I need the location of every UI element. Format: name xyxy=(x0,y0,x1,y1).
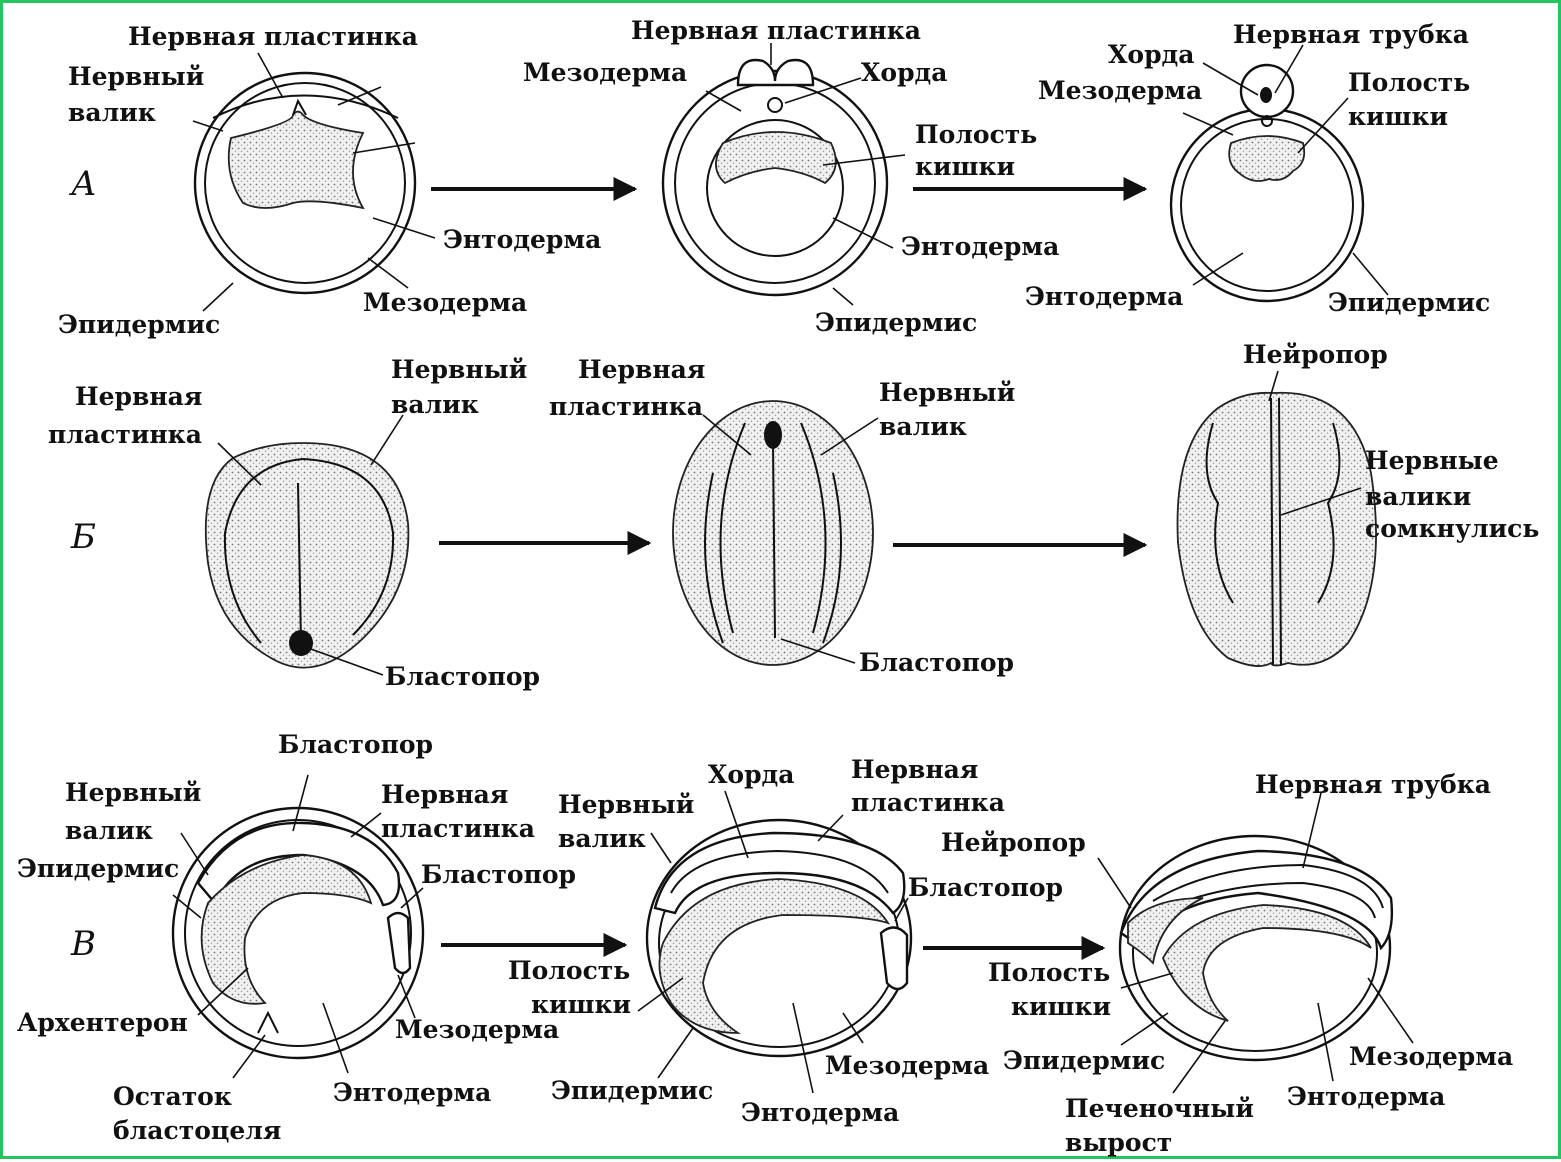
label-endoderm: Энтодерма xyxy=(901,232,1059,261)
label-epidermis: Эпидермис xyxy=(1328,288,1490,317)
label-endoderm: Энтодерма xyxy=(333,1078,491,1107)
leader xyxy=(651,833,671,863)
label-gut-cavity-line1: Полость xyxy=(508,956,630,985)
label-epidermis: Эпидермис xyxy=(1003,1046,1165,1075)
label-neural-plate-line1: Нервная xyxy=(578,355,705,384)
label-folds-closed-line2: валики xyxy=(1365,482,1471,511)
label-neural-plate-line1: Нервная xyxy=(75,382,202,411)
label-neural-fold-line2: валик xyxy=(65,816,153,845)
label-endoderm: Энтодерма xyxy=(1287,1082,1445,1111)
label-blastopore: Бластопор xyxy=(421,860,576,889)
label-epidermis: Эпидермис xyxy=(815,308,977,337)
leader xyxy=(1368,978,1413,1043)
label-neural-fold-line2: валик xyxy=(68,98,156,127)
label-neural-fold-line1: Нервный xyxy=(68,62,204,91)
label-neural-plate-line2: пластинка xyxy=(851,788,1005,817)
row-b-stage3-embryo xyxy=(1178,393,1377,666)
label-epidermis: Эпидермис xyxy=(551,1076,713,1105)
label-gut-cavity-line2: кишки xyxy=(1348,102,1448,131)
label-gut-cavity-line2: кишки xyxy=(1011,992,1111,1021)
label-mesoderm: Мезодерма xyxy=(395,1015,559,1044)
label-neural-tube: Нервная трубка xyxy=(1233,20,1469,49)
label-neural-fold-line1: Нервный xyxy=(558,790,694,819)
leader xyxy=(368,258,408,288)
row-b-letter: Б xyxy=(70,517,96,557)
label-notochord: Хорда xyxy=(861,58,947,87)
leader xyxy=(833,288,853,305)
label-notochord: Хорда xyxy=(708,760,794,789)
label-neural-plate-line2: пластинка xyxy=(549,392,703,421)
label-neural-plate-line1: Нервная xyxy=(851,755,978,784)
label-liver-outgrowth-line1: Печеночный xyxy=(1065,1094,1254,1123)
leader xyxy=(371,415,403,465)
neurulation-diagram: А Нервная пластинка Нервный валик Энтоде… xyxy=(3,3,1561,1162)
label-gut-cavity-line2: кишки xyxy=(915,152,1015,181)
label-gut-cavity-line1: Полость xyxy=(988,958,1110,987)
row-a-letter: А xyxy=(69,164,97,204)
label-notochord: Хорда xyxy=(1108,40,1194,69)
row-a-stage2-embryo xyxy=(663,60,887,295)
label-archenteron: Архентерон xyxy=(17,1008,188,1037)
row-a-stage1-embryo xyxy=(195,73,415,293)
label-endoderm: Энтодерма xyxy=(1025,282,1183,311)
label-neural-plate: Нервная пластинка xyxy=(631,16,921,45)
label-blastopore: Бластопор xyxy=(859,648,1014,677)
label-epidermis: Эпидермис xyxy=(58,310,220,339)
label-mesoderm: Мезодерма xyxy=(1038,76,1202,105)
label-neural-plate: Нервная пластинка xyxy=(128,22,418,51)
label-gut-cavity-line1: Полость xyxy=(915,120,1037,149)
leader xyxy=(203,283,233,311)
label-mesoderm: Мезодерма xyxy=(523,58,687,87)
label-blastopore-top: Бластопор xyxy=(278,730,433,759)
label-endoderm: Энтодерма xyxy=(443,225,601,254)
label-blastopore: Бластопор xyxy=(908,873,1063,902)
label-folds-closed-line1: Нервные xyxy=(1365,446,1499,475)
row-c-letter: В xyxy=(70,924,96,964)
label-neural-plate-line2: пластинка xyxy=(48,420,202,449)
label-neural-tube: Нервная трубка xyxy=(1255,770,1491,799)
label-mesoderm: Мезодерма xyxy=(363,288,527,317)
label-folds-closed-line3: сомкнулись xyxy=(1365,514,1539,543)
label-mesoderm: Мезодерма xyxy=(825,1051,989,1080)
row-c-stage1-embryo xyxy=(173,808,423,1058)
leader xyxy=(1098,858,1131,908)
label-neuropore: Нейропор xyxy=(1243,340,1388,369)
label-blastopore: Бластопор xyxy=(385,662,540,691)
label-liver-outgrowth-line2: вырост xyxy=(1065,1128,1172,1157)
label-neural-fold-line2: валик xyxy=(879,412,967,441)
label-gut-cavity-line2: кишки xyxy=(531,990,631,1019)
label-neural-fold-line1: Нервный xyxy=(879,378,1015,407)
leader xyxy=(658,1028,693,1078)
label-endoderm: Энтодерма xyxy=(741,1098,899,1127)
label-epidermis: Эпидермис xyxy=(17,854,179,883)
label-mesoderm: Мезодерма xyxy=(1349,1042,1513,1071)
label-blastocoel-rest-line1: Остаток xyxy=(113,1082,232,1111)
label-neural-fold-line2: валик xyxy=(391,390,479,419)
row-c-stage3-embryo xyxy=(1120,836,1392,1060)
label-neuropore: Нейропор xyxy=(941,828,1086,857)
label-gut-cavity-line1: Полость xyxy=(1348,68,1470,97)
label-neural-fold-line1: Нервный xyxy=(391,355,527,384)
row-c-stage2-embryo xyxy=(647,820,911,1056)
label-neural-fold-line1: Нервный xyxy=(65,778,201,807)
row-b-stage1-embryo xyxy=(206,443,409,668)
label-neural-plate-line2: пластинка xyxy=(381,814,535,843)
label-neural-plate-line1: Нервная xyxy=(381,780,508,809)
label-neural-fold-line2: валик xyxy=(558,824,646,853)
label-blastocoel-rest-line2: бластоцеля xyxy=(113,1116,281,1145)
